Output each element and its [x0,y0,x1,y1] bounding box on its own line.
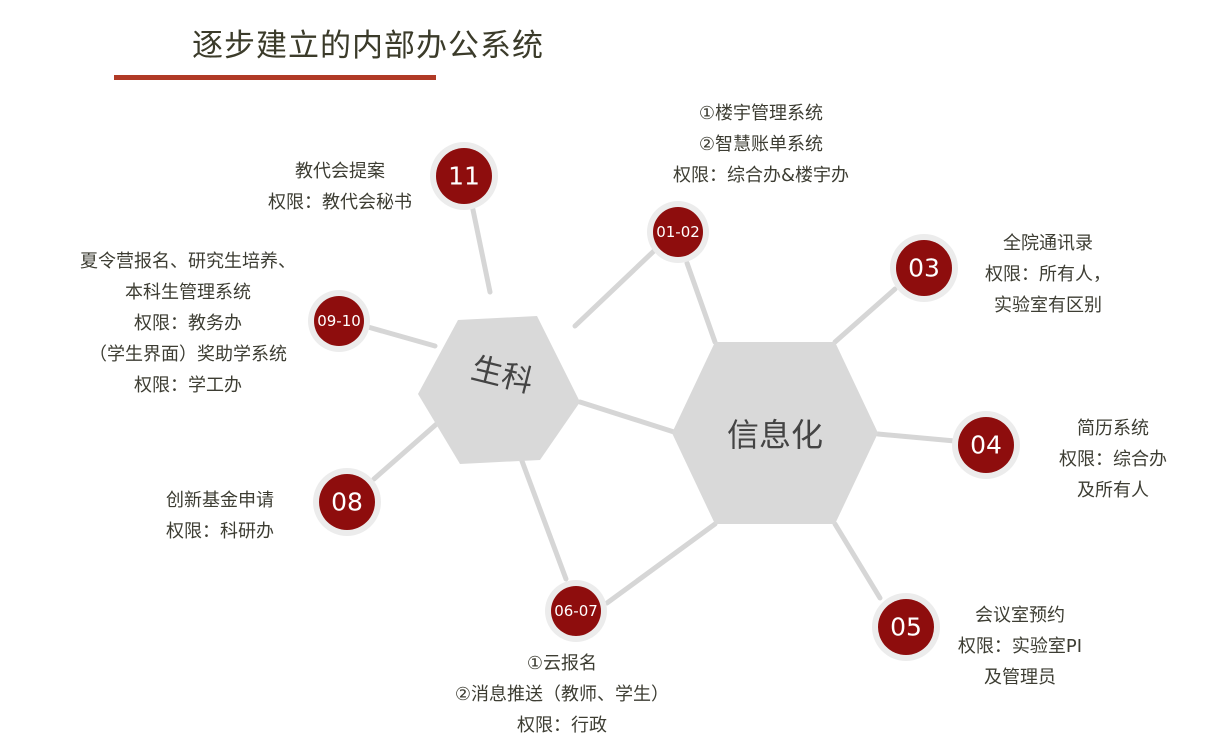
label-06-07-line-3: 权限：行政 [517,715,607,736]
badge-04 [958,417,1014,473]
badge-05 [878,599,934,655]
badge-number-06-07: 06-07 [554,602,598,620]
label-08: 创新基金申请 权限：科研办 [145,485,295,547]
badge-number-04: 04 [970,430,1002,460]
label-08-line-1: 创新基金申请 [166,490,274,511]
label-09-10-line-2: 本科生管理系统 [125,282,251,303]
connector-bio-0102 [572,246,659,329]
label-11-line-1: 教代会提案 [295,161,385,182]
connector-info-04 [875,431,958,444]
badge-03 [896,240,952,296]
label-04-line-1: 简历系统 [1077,418,1149,439]
label-05: 会议室预约 权限：实验室PI 及管理员 [938,600,1102,693]
label-09-10-line-3: 权限：教务办 [134,313,242,334]
connector-bio-info [577,399,677,435]
label-09-10-line-1: 夏令营报名、研究生培养、 [80,251,296,272]
label-03-line-1: 全院通讯录 [1003,233,1093,254]
label-01-02-line-1: ①楼宇管理系统 [698,103,824,124]
badge-06-07 [551,586,601,636]
label-09-10-line-5: 权限：学工办 [134,375,242,396]
badge-number-09-10: 09-10 [317,312,361,330]
label-01-02: ①楼宇管理系统 ②智慧账单系统 权限：综合办&楼宇办 [651,98,871,191]
label-05-line-2: 权限：实验室PI [957,636,1083,657]
label-04-line-2: 权限：综合办 [1059,449,1167,470]
page-title: 逐步建立的内部办公系统 [192,28,544,64]
badge-number-05: 05 [890,612,922,642]
label-03-line-2: 权限：所有人， [985,264,1111,285]
label-08-line-2: 权限：科研办 [166,521,274,542]
hex-info [672,342,878,524]
badge-08 [319,474,375,530]
label-11-line-2: 权限：教代会秘书 [268,192,412,213]
badge-09-10 [314,296,364,346]
connector-bio-11 [469,202,493,295]
hub-label-info: 信息化 [726,416,824,454]
label-05-line-3: 及管理员 [984,667,1056,688]
label-04-line-3: 及所有人 [1077,480,1149,501]
hex-bio [418,316,580,464]
label-03-line-3: 实验室有区别 [994,295,1102,316]
label-05-line-1: 会议室预约 [975,605,1065,626]
connector-info-0102 [684,260,718,345]
badge-number-01-02: 01-02 [656,223,700,241]
title-underline [114,75,436,80]
label-11: 教代会提案 权限：教代会秘书 [248,156,432,218]
connector-bio-0607 [516,450,569,582]
label-06-07: ①云报名 ②消息推送（教师、学生） 权限：行政 [440,648,684,741]
badge-number-08: 08 [331,487,363,517]
label-09-10: 夏令营报名、研究生培养、 本科生管理系统 权限：教务办 （学生界面）奖助学系统 … [58,246,318,401]
label-06-07-line-2: ②消息推送（教师、学生） [454,684,670,705]
label-01-02-line-2: ②智慧账单系统 [698,134,824,155]
badge-01-02 [653,207,703,257]
label-01-02-line-3: 权限：综合办&楼宇办 [672,165,850,186]
badge-11 [436,148,492,204]
connector-bio-08 [371,418,443,482]
connector-info-03 [832,286,898,345]
badge-number-11: 11 [448,161,480,191]
label-04: 简历系统 权限：综合办 及所有人 [1040,413,1186,506]
connector-info-0607 [604,521,718,606]
label-06-07-line-1: ①云报名 [526,653,598,674]
badge-number-03: 03 [908,253,940,283]
label-09-10-line-4: （学生界面）奖助学系统 [89,344,287,365]
label-03: 全院通讯录 权限：所有人， 实验室有区别 [960,228,1136,321]
connector-bio-0910 [365,324,438,349]
connector-info-05 [832,521,883,601]
